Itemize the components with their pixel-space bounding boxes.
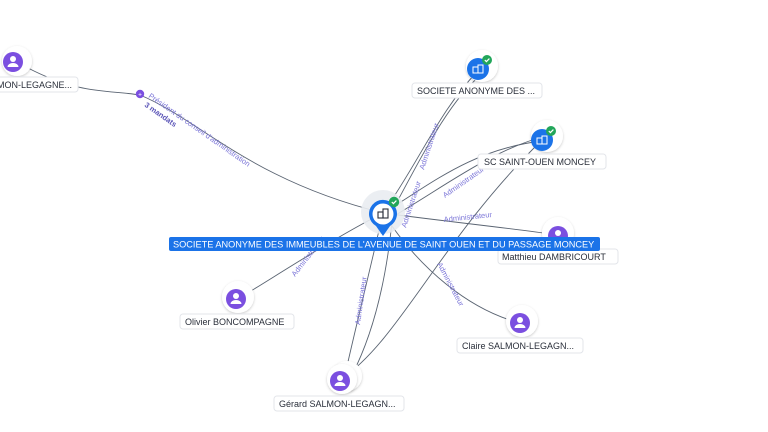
node-label: Matthieu DAMBRICOURT [502,252,606,262]
verified-icon [482,55,492,65]
node-label: Olivier BONCOMPAGNE [185,317,284,327]
plus-icon: + [138,92,142,99]
edge-sc-2[interactable] [386,135,547,221]
node-sa-des[interactable]: SOCIETE ANONYME DES ... [411,50,543,99]
node-gerard[interactable]: Gérard SALMON-LEGAGN... [273,361,405,412]
edge-claire[interactable] [382,212,521,324]
edge-label-admin-dambricourt: Administrateur [443,210,493,224]
node-label: SOCIETE ANONYME DES ... [417,86,535,96]
main-node[interactable]: SOCIETE ANONYME DES IMMEUBLES DE L'AVENU… [169,190,600,251]
node-label: Gérard SALMON-LEGAGN... [279,399,396,409]
edge-salmon-top[interactable] [27,67,384,214]
verified-icon [388,196,400,208]
node-label: SC SAINT-OUEN MONCEY [484,157,596,167]
node-claire[interactable]: Claire SALMON-LEGAGN... [456,305,584,354]
node-label: Claire SALMON-LEGAGN... [462,341,574,351]
node-label: MON-LEGAGNE... [0,80,72,90]
mandate-dot-icon [135,89,145,99]
edge-label-admin-gerard: Administrateur [353,276,369,326]
building-icon [377,208,389,219]
node-boncompagne[interactable]: Olivier BONCOMPAGNE [179,281,295,330]
edge-label-president: Président du conseil d'administration [147,91,252,168]
edge-labels: + Président du conseil d'administration … [135,89,493,326]
verified-icon [546,126,556,136]
edges [27,67,558,381]
edge-label-admin-sa: Administrateur [417,121,441,170]
node-sc-saint-ouen[interactable]: SC SAINT-OUEN MONCEY [477,120,607,170]
edge-dambricourt[interactable] [382,212,558,236]
edge-gerard-3[interactable] [339,140,542,381]
edge-label-admin-sc: Administrateur [441,164,486,199]
node-salmon-top[interactable]: MON-LEGAGNE... [0,46,79,93]
edge-label-admin-claire: Administrateur [435,261,466,308]
main-node-label: SOCIETE ANONYME DES IMMEUBLES DE L'AVENU… [173,240,594,250]
